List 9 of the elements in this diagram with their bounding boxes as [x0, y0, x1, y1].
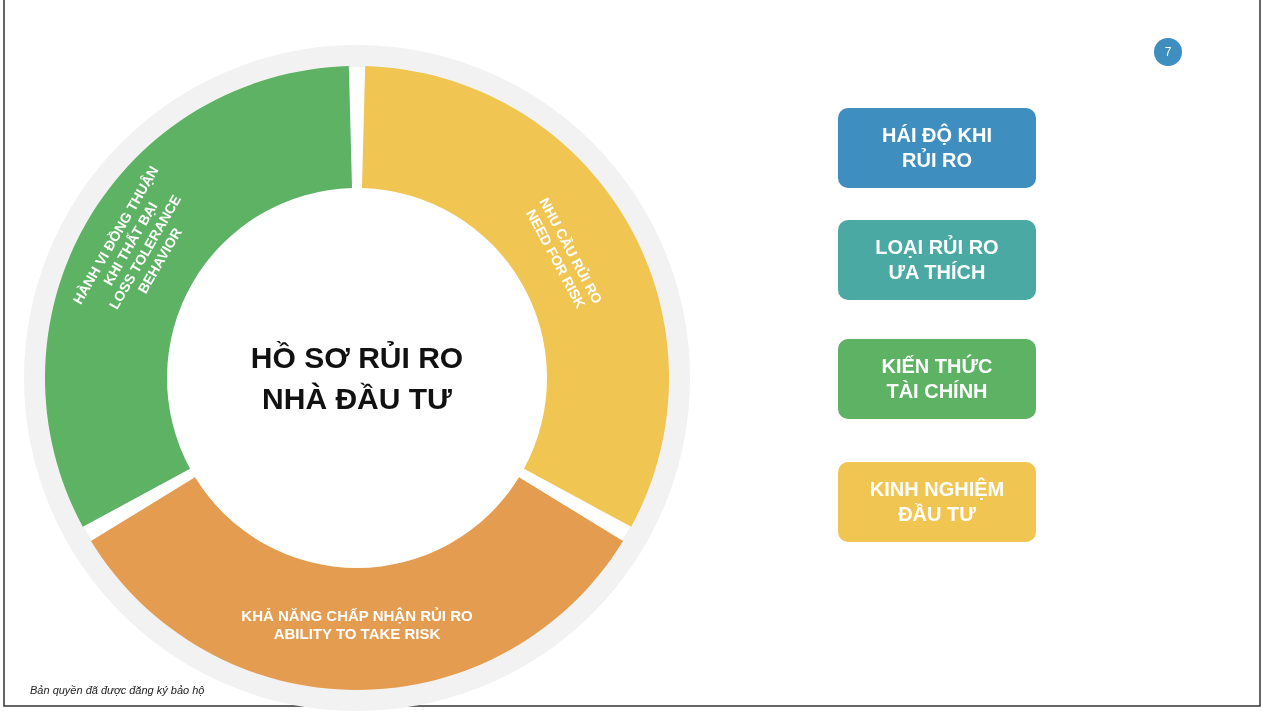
center-title: HỒ SƠ RỦI RO NHÀ ĐẦU TƯ [237, 338, 477, 419]
page-number: 7 [1154, 38, 1182, 66]
segment-label: KHẢ NĂNG CHẤP NHẬN RỦI RO [240, 607, 474, 625]
copyright-note: Bản quyền đã được đăng ký bảo hộ [30, 684, 205, 696]
segment-label: ABILITY TO TAKE RISK [272, 625, 442, 643]
category-card: KIẾN THỨC TÀI CHÍNH [838, 339, 1036, 419]
category-card: HÁI ĐỘ KHI RỦI RO [838, 108, 1036, 188]
category-card: LOẠI RỦI RO ƯA THÍCH [838, 220, 1036, 300]
category-card: KINH NGHIỆM ĐẦU TƯ [838, 462, 1036, 542]
